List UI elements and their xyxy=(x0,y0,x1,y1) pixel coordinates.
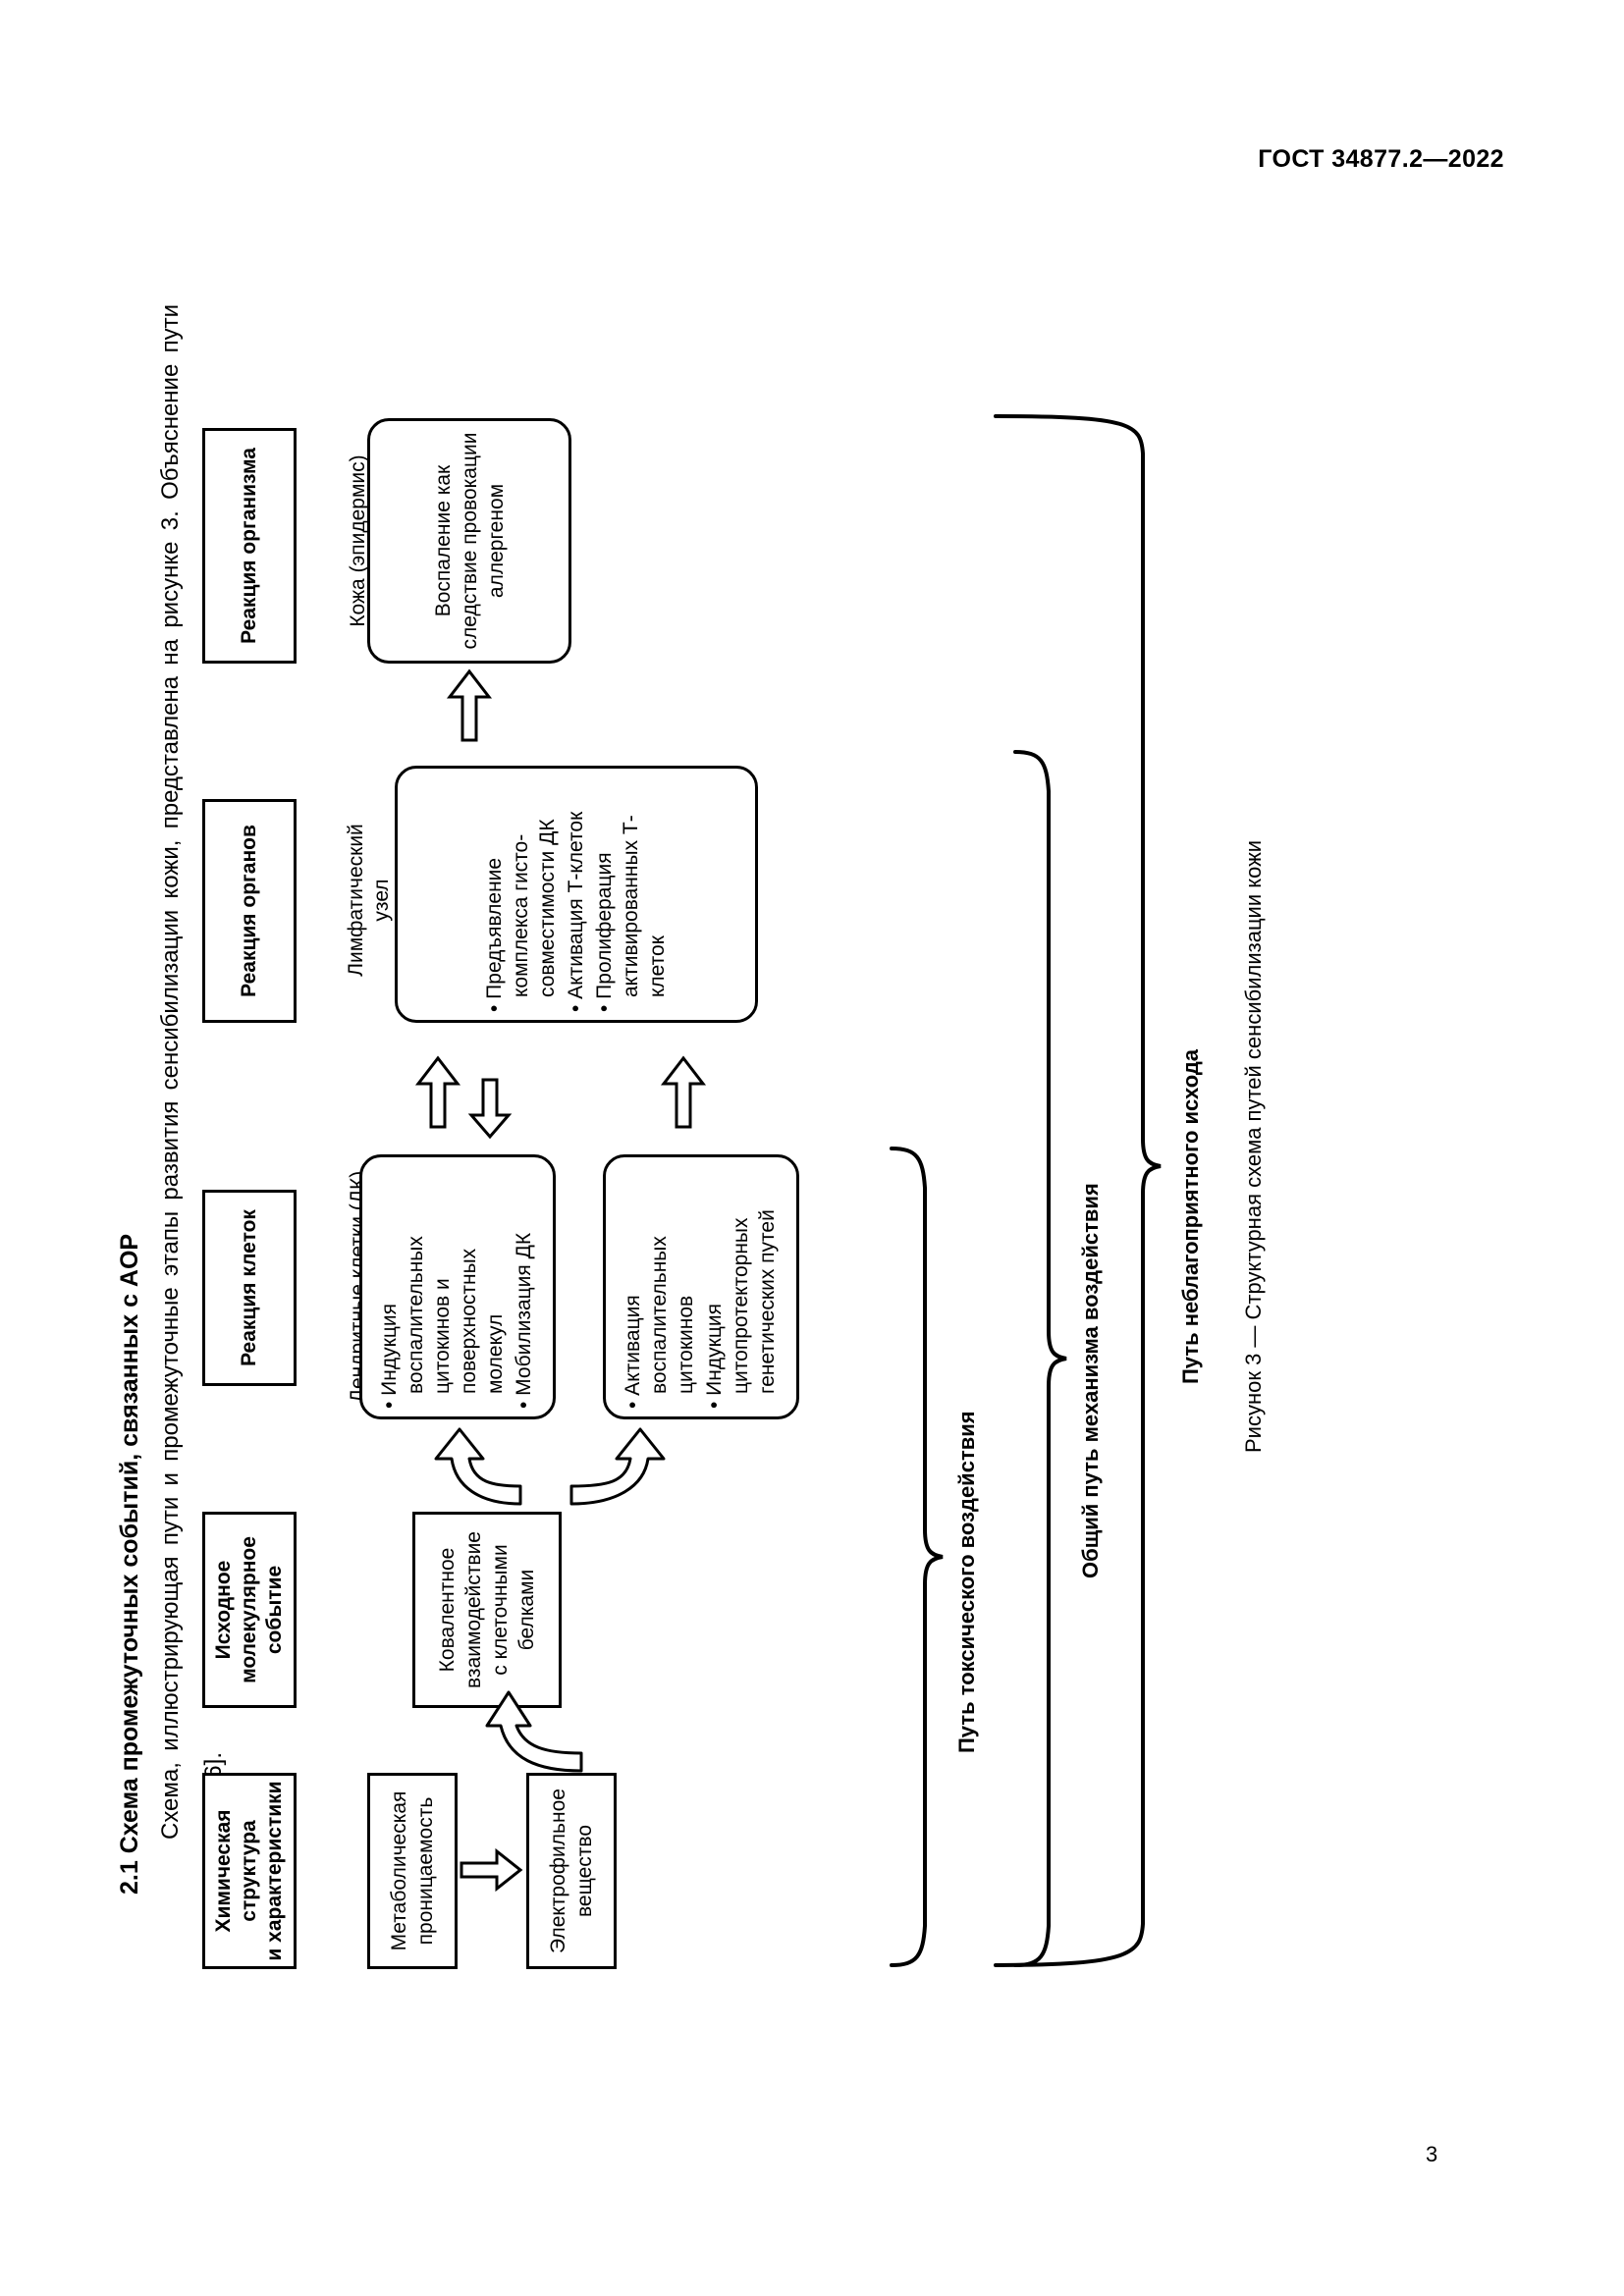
arrow-right-dendritic-to-lymph xyxy=(414,1055,461,1129)
paragraph-line-1: Схема, иллюстрирующая пути и промежуточн… xyxy=(157,304,184,1840)
arrow-right-keratinocyte-to-lymph xyxy=(660,1055,707,1129)
node-title-lymph-node: Лимфатический узел xyxy=(345,824,393,977)
arrow-up-keratinocyte-to-dendritic xyxy=(467,1078,513,1140)
tier-label-organism-response: Реакция организма xyxy=(202,428,297,664)
arrow-curved-covalent-to-keratinocyte xyxy=(562,1425,670,1508)
path-label-adverse-outcome: Путь неблагоприятного исхода xyxy=(1178,1048,1203,1384)
page-number: 3 xyxy=(1426,2142,1438,2166)
list-item: Пролиферация активированных Т-клеток xyxy=(591,776,671,1012)
figure-3-diagram: Химическая структура и характеристики Ис… xyxy=(202,212,1203,1969)
brace-adverse-outcome xyxy=(827,412,1162,1969)
node-covalent-interaction: Ковалентное взаимодействие с клеточными … xyxy=(412,1512,562,1708)
tier-label-organ-response: Реакция органов xyxy=(202,799,297,1023)
node-lymph-node-events: Предъявление комплекса гисто-совместимос… xyxy=(395,766,758,1023)
node-inflammation-after-challenge: Воспаление как следствие провокации алле… xyxy=(367,418,571,664)
node-dendritic-cells-events: Индукция воспалительных цитокинов и пове… xyxy=(359,1154,556,1419)
arrow-right-lymph-to-inflammation xyxy=(446,668,493,742)
node-keratinocyte-events: Активация воспалительных цитокинов Индук… xyxy=(603,1154,799,1419)
brace-toxic-pathway xyxy=(890,1145,945,1969)
tier-label-chemical-structure: Химическая структура и характеристики xyxy=(202,1773,297,1969)
node-title-skin-epidermis: Кожа (эпидермис) xyxy=(347,454,369,627)
node-electrophilic-substance: Электрофильное вещество xyxy=(526,1773,617,1969)
section-heading: 2.1 Схема промежуточных событий, связанн… xyxy=(116,1233,143,1895)
list-item: Предъявление комплекса гисто-совместимос… xyxy=(481,776,561,1012)
tier-label-molecular-initiating-event: Исходное молекулярное событие xyxy=(202,1512,297,1708)
list-item: Активация воспалительных цитокинов xyxy=(620,1165,699,1409)
tier-label-cellular-response: Реакция клеток xyxy=(202,1190,297,1386)
document-header-standard-number: ГОСТ 34877.2—2022 xyxy=(1258,145,1504,173)
list-item: Индукция воспалительных цитокинов и пове… xyxy=(376,1165,509,1409)
node-metabolic-permeability: Метаболическая проницаемость xyxy=(367,1773,458,1969)
figure-caption: Рисунок 3 — Структурная схема путей сенс… xyxy=(1241,839,1266,1453)
arrow-curved-covalent-to-dendritic xyxy=(430,1425,524,1508)
brace-common-mechanism xyxy=(1013,748,1068,1969)
arrow-curved-electrophilic-to-covalent xyxy=(448,1688,585,1777)
list-item: Мобилизация ДК xyxy=(511,1165,537,1409)
list-item: Активация Т-клеток xyxy=(563,776,589,1012)
list-item: Индукция цитопротекторных генетических п… xyxy=(701,1165,781,1409)
arrow-down-metabolic-to-electrophilic xyxy=(460,1847,523,1893)
